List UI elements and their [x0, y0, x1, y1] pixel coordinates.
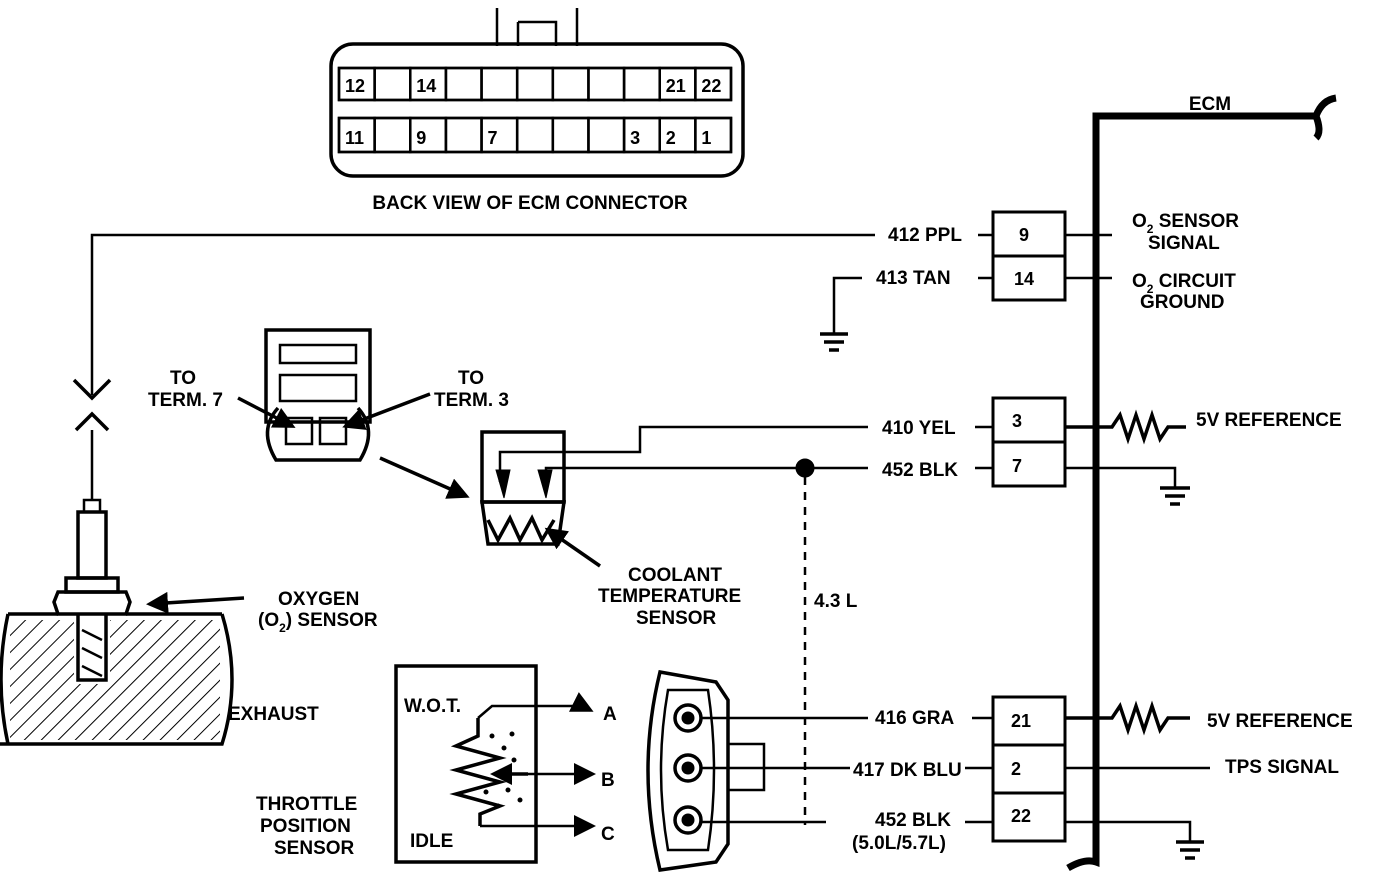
splice-dot	[795, 458, 815, 478]
coolant-connector: TO TERM. 7 TO TERM. 3	[148, 328, 509, 499]
ecm-bottom-pin-label: 11	[345, 128, 364, 148]
pin-box-22	[991, 791, 1067, 843]
ecm-bottom-cell-11	[694, 116, 733, 154]
coolant-circuits: 410 YEL 452 BLK 5V REFERENCE 4.3 L	[498, 409, 1342, 825]
o2-signal-label-line2: SIGNAL	[1148, 233, 1220, 254]
oxygen-label-1: OXYGEN	[278, 589, 359, 610]
ecm-pin-boxes: 9 14 3 7 21 2 22	[991, 210, 1067, 843]
pin-box-14	[991, 254, 1067, 302]
exhaust-pipe: EXHAUST	[0, 612, 319, 746]
pin-2: 2	[1011, 759, 1021, 779]
ecm-bottom-cell-6	[515, 116, 555, 154]
ecm-top-cell-7	[551, 66, 590, 102]
wire-452b-label: 452 BLK	[875, 810, 951, 831]
tps-terminal-a: A	[603, 704, 617, 725]
coolant-label-1: COOLANT	[628, 565, 722, 586]
ecm-bottom-pin-label: 2	[666, 128, 676, 148]
wire-452b-note: (5.0L/5.7L)	[852, 833, 946, 854]
tps-terminal-b: B	[601, 770, 615, 791]
o2-ground-label-line1: O2 CIRCUIT	[1132, 271, 1236, 296]
ecm-top-cell-8	[587, 66, 626, 102]
ecm-top-cell-2	[373, 66, 412, 102]
pin-7: 7	[1012, 456, 1022, 476]
tps-terminal-c: C	[601, 824, 615, 845]
to-term3-line2: TERM. 3	[434, 390, 509, 411]
ecm-top-pin-label: 21	[666, 76, 686, 96]
tps-signal-label: TPS SIGNAL	[1225, 757, 1339, 778]
ref5v-b-label: 5V REFERENCE	[1207, 711, 1353, 732]
wire-416-label: 416 GRA	[875, 708, 954, 729]
tps-label-1: THROTTLE	[256, 794, 357, 815]
wire-412-label: 412 PPL	[888, 225, 962, 246]
wire-452a-label: 452 BLK	[882, 460, 958, 481]
tps-wot-label: W.O.T.	[404, 696, 461, 717]
ecm-bus: ECM	[1066, 94, 1337, 872]
oxygen-label-2: (O2) SENSOR	[258, 610, 378, 635]
ecm-top-cell-4	[444, 66, 483, 102]
o2-ground-label-line2: GROUND	[1140, 292, 1224, 313]
exhaust-label: EXHAUST	[228, 704, 319, 725]
ecm-top-cell-11	[694, 66, 733, 102]
wire-413-label: 413 TAN	[876, 268, 951, 289]
pin-21: 21	[1011, 711, 1031, 731]
ecm-bottom-cell-2	[373, 116, 412, 154]
tps-idle-label: IDLE	[410, 831, 453, 852]
ecm-bottom-pin-label: 3	[630, 128, 640, 148]
wire-417-label: 417 DK BLU	[853, 760, 962, 781]
pin-3: 3	[1012, 411, 1022, 431]
pin-box-7	[991, 440, 1067, 488]
tps-label-2: POSITION	[260, 816, 351, 837]
to-term3-line1: TO	[458, 368, 484, 389]
ecm-top-cell-5	[480, 66, 519, 102]
ecm-bottom-cell-4	[444, 116, 483, 154]
ecm-top-pin-label: 22	[701, 76, 721, 96]
ecm-top-cell-6	[515, 66, 555, 102]
ecm-top-pin-label: 12	[345, 76, 365, 96]
ecm-bottom-cell-8	[587, 116, 626, 154]
ecm-label: ECM	[1189, 94, 1231, 115]
pin-22: 22	[1011, 806, 1031, 826]
ecm-bottom-pin-label: 7	[488, 128, 498, 148]
ecm-bottom-cell-7	[551, 116, 590, 154]
tps-label-3: SENSOR	[274, 838, 355, 859]
ecm-connector-caption: BACK VIEW OF ECM CONNECTOR	[372, 193, 688, 214]
tps-connector	[646, 669, 766, 872]
coolant-label-3: SENSOR	[636, 608, 717, 629]
pin-14: 14	[1014, 269, 1034, 289]
pin-box-2	[991, 743, 1067, 795]
wire-410-label: 410 YEL	[882, 418, 956, 439]
to-term7-line2: TERM. 7	[148, 390, 223, 411]
ecm-bottom-pin-label: 9	[416, 128, 426, 148]
ecm-top-cell-9	[622, 66, 661, 102]
ecm-top-pin-label: 14	[416, 76, 436, 96]
coolant-label-2: TEMPERATURE	[598, 586, 741, 607]
pin-9: 9	[1019, 225, 1029, 245]
tps-circuits: 416 GRA 417 DK BLU 452 BLK (5.0L/5.7L) 5…	[700, 700, 1353, 860]
coolant-sensor: COOLANT TEMPERATURE SENSOR	[479, 430, 741, 629]
ecm-bottom-pin-label: 1	[701, 128, 711, 148]
o2-circuits: 412 PPL 413 TAN O2 SENSOR SIGNAL O2 CIRC…	[90, 211, 1239, 395]
pin-box-3	[991, 396, 1067, 444]
ref5v-a-label: 5V REFERENCE	[1196, 410, 1342, 431]
throttle-position-sensor: W.O.T. IDLE A B C THROTTLE POSITION SENS…	[256, 664, 617, 864]
engine-43l-label: 4.3 L	[814, 591, 858, 612]
to-term7-line1: TO	[170, 368, 196, 389]
o2-signal-label-line1: O2 SENSOR	[1132, 211, 1239, 236]
